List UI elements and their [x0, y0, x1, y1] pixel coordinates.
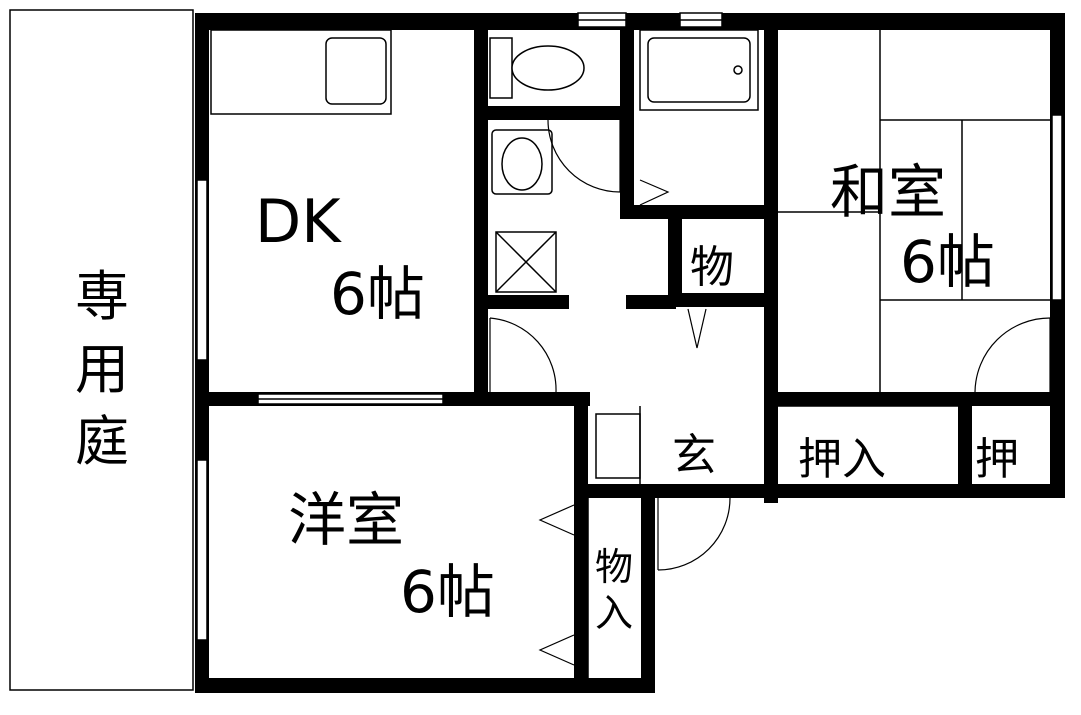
monoire-top-label: 物: [595, 545, 633, 589]
storage-mono-label: 物: [690, 242, 734, 293]
windows: [196, 12, 1063, 641]
dk-size-label: 6帖: [330, 260, 425, 328]
dk-name-label: DK: [255, 187, 342, 257]
washitsu-name-label: 和室: [830, 158, 946, 226]
youshitsu-size-label: 6帖: [400, 558, 495, 626]
garden-label-1: 専: [75, 265, 129, 328]
oshi-label: 押: [975, 434, 1019, 485]
fixtures: [210, 29, 1050, 680]
garden-label-2: 用: [75, 338, 129, 401]
garden-label-3: 庭: [75, 410, 129, 473]
washitsu-size-label: 6帖: [900, 228, 995, 296]
youshitsu-name-label: 洋室: [288, 486, 404, 554]
monoire-bottom-label: 入: [595, 591, 633, 635]
door-swings: [489, 119, 1051, 666]
entrance-label: 玄: [672, 430, 716, 481]
private-garden-area: [9, 9, 194, 691]
oshiire-label: 押入: [798, 434, 886, 485]
